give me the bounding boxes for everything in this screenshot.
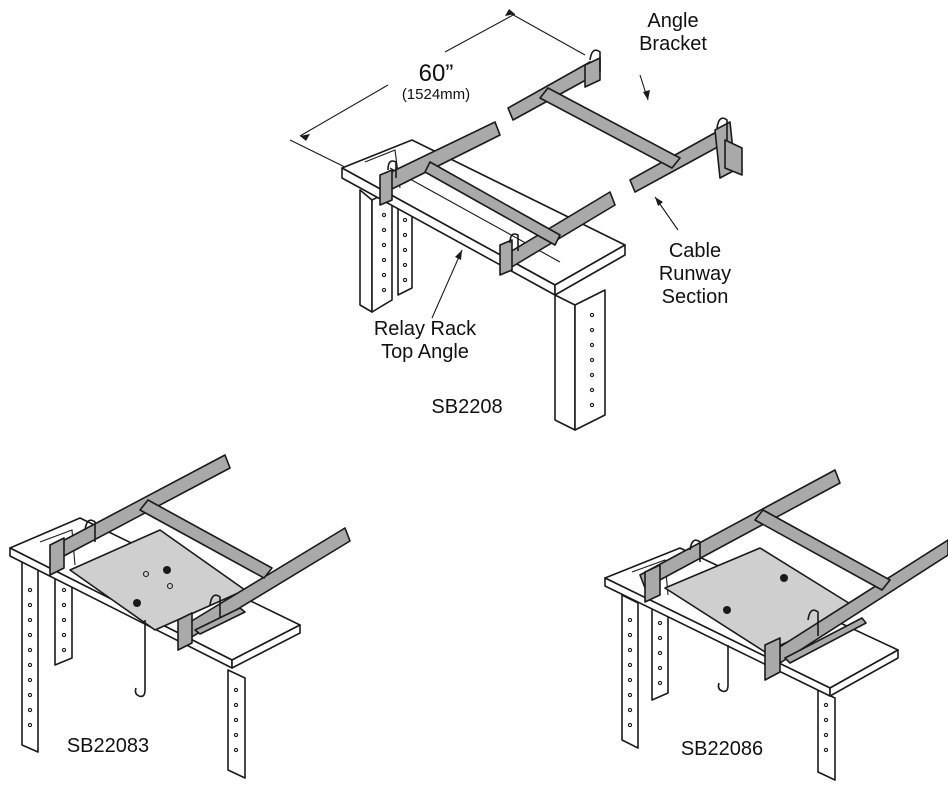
- assembly-sb2208: [289, 9, 743, 431]
- angle-bracket-label: Angle Bracket: [618, 10, 728, 56]
- dimension-label: 60”: [418, 60, 454, 87]
- angle-bracket-runway: [507, 49, 743, 193]
- relay-rack-line2: Top Angle: [381, 341, 469, 363]
- model-label-sb22083: SB22083: [66, 735, 150, 757]
- relay-rack-line1: Relay Rack: [373, 318, 477, 340]
- j-bolt-right: [717, 645, 729, 693]
- cable-runway-line2: Runway: [658, 263, 732, 285]
- model-label-sb2208: SB2208: [431, 396, 503, 418]
- cable-runway-label: Cable Runway Section: [640, 240, 750, 309]
- model-label-sb22086: SB22086: [680, 738, 764, 760]
- cable-runway-line3: Section: [661, 286, 729, 308]
- angle-bracket-line1: Angle: [647, 10, 699, 32]
- relay-rack-label: Relay Rack Top Angle: [355, 318, 495, 364]
- assembly-sb22086: [604, 469, 948, 781]
- upright-holes-left: [27, 572, 239, 753]
- angle-bracket-line2: Bracket: [639, 33, 707, 55]
- leader-lines-top: [431, 74, 679, 319]
- cable-runway-line1: Cable: [668, 240, 722, 262]
- upright-holes-right: [627, 605, 829, 753]
- cable-runway-near: [379, 121, 616, 276]
- j-bolt-left: [134, 620, 146, 698]
- upright-holes: [381, 202, 595, 408]
- assembly-sb22083: [9, 454, 351, 779]
- dimension-metric-label: (1524mm): [401, 86, 471, 103]
